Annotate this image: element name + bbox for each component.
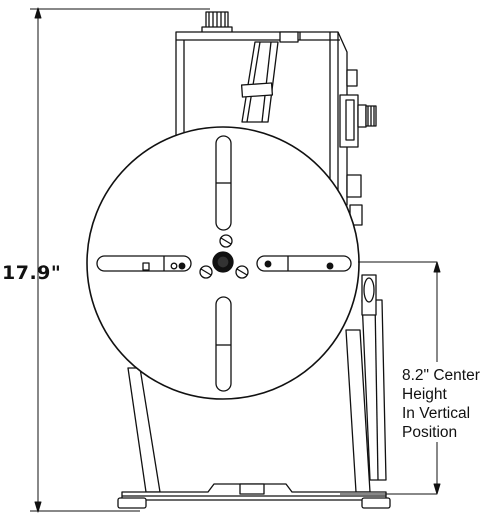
slot-clamps [142,260,334,271]
callout-line-2: Height [402,386,447,403]
callout-line-3: In Vertical [402,405,471,422]
tilt-handle [240,41,279,123]
housing-fittings [339,69,377,226]
overall-height-label: 17.9" [2,262,62,284]
top-knob [201,11,233,34]
support-stand [127,274,387,493]
faceplate-screws [199,234,249,279]
center-hub [212,251,234,273]
callout-line-4: Position [402,424,458,441]
center-height-callout: 8.2" Center Height In Vertical Position [402,366,480,442]
center-height-leader [340,261,441,495]
callout-line-1: 8.2" Center [402,367,480,384]
height-dimension-line [30,7,210,513]
base-plate [117,483,391,509]
